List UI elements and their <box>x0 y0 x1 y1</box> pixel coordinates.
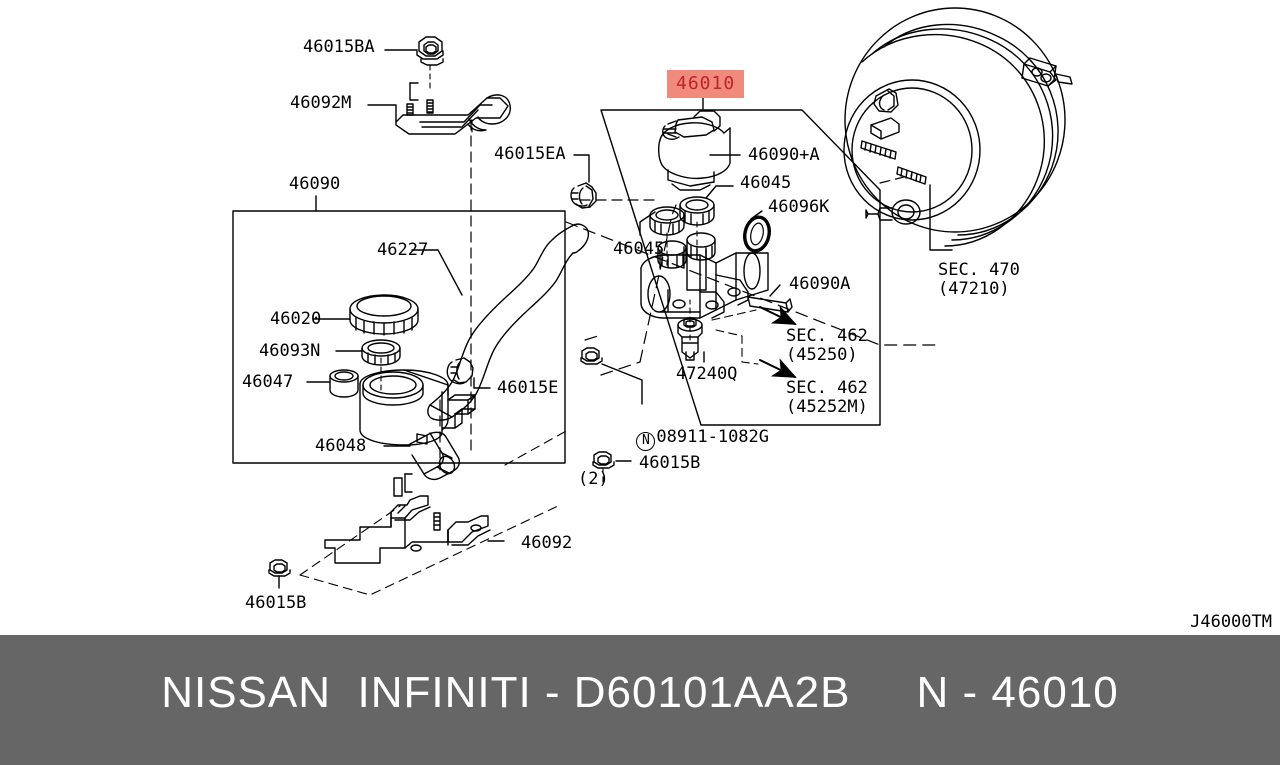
highlight-label-46010[interactable]: 46010 <box>667 70 745 98</box>
part-46045-seal-upper <box>679 196 715 226</box>
sec-462m-line1: SEC. 462 <box>786 378 868 398</box>
callout-46047: 46047 <box>242 372 294 392</box>
callout-46090A: 46090A <box>789 274 851 294</box>
callout-46045-upper: 46045 <box>740 173 792 193</box>
part-46096K-oring <box>743 215 771 253</box>
part-46048-hose <box>409 431 461 481</box>
leader-46092M <box>367 104 397 123</box>
callout-47240Q: 47240Q <box>676 364 738 384</box>
part-46020-cap <box>349 294 419 336</box>
sec-462-line1: SEC. 462 <box>786 326 868 346</box>
sec-470-line2: (47210) <box>938 279 1010 299</box>
callout-46227: 46227 <box>377 240 429 260</box>
part-46090A-rod <box>747 296 793 313</box>
fastener-part-number: 08911-1082G <box>656 427 770 447</box>
callout-46015E: 46015E <box>497 378 559 398</box>
leader-46045-upper <box>705 185 734 199</box>
assembly-axis-lines <box>439 119 661 471</box>
part-46047-grommet <box>329 369 359 398</box>
part-46015BA-nut <box>416 36 444 66</box>
part-46010-master-cylinder-body <box>640 232 769 319</box>
callout-46092: 46092 <box>521 533 573 553</box>
group-box-46090 <box>232 195 566 464</box>
callout-sec-462-45252M: SEC. 462 (45252M) <box>786 379 868 417</box>
callout-46015B-left: 46015B <box>245 593 307 613</box>
sec-462m-line2: (45252M) <box>786 397 868 417</box>
part-46015B-nut-left <box>268 559 291 577</box>
part-08911-nut <box>580 347 603 365</box>
callout-46090-plus-A: 46090+A <box>748 145 820 165</box>
leader-08911 <box>601 363 643 405</box>
part-46092M-bracket <box>395 82 511 135</box>
group-box-46010 <box>600 96 881 426</box>
callout-46093N: 46093N <box>259 341 321 361</box>
sec-462-line2: (45250) <box>786 345 858 365</box>
sec-arrows <box>759 305 797 378</box>
callout-46092M: 46092M <box>290 93 352 113</box>
leader-46090A <box>769 284 781 297</box>
sec-470-line1: SEC. 470 <box>938 260 1020 280</box>
leader-46227 <box>411 249 463 296</box>
fastener-quantity: (2) <box>578 469 609 489</box>
callout-46015BA: 46015BA <box>303 37 375 57</box>
part-booster-sec470 <box>843 7 1073 247</box>
callout-sec-470-47210: SEC. 470 (47210) <box>938 261 1020 299</box>
part-46015EA-clamp <box>570 182 597 209</box>
leader-sec470 <box>929 184 953 251</box>
part-46092-bracket <box>324 473 491 564</box>
part-46015E-clamp <box>446 357 474 385</box>
booster-studs <box>860 140 927 185</box>
part-47240Q-switch <box>677 317 703 361</box>
callout-46015B-center: 46015B <box>639 453 701 473</box>
callout-46045-lower: 46045 <box>613 239 665 259</box>
leader-46015E <box>473 377 491 389</box>
leader-46045-lower <box>639 211 656 236</box>
leader-46096K <box>750 210 763 220</box>
part-46045-seal-lower <box>649 206 685 236</box>
callout-46048: 46048 <box>315 436 367 456</box>
callout-46015EA: 46015EA <box>494 144 566 164</box>
part-46090A-reservoir-small <box>657 110 731 191</box>
leader-46015EA <box>573 154 590 183</box>
drawing-code: J46000TM <box>1190 612 1272 632</box>
callout-46096K: 46096K <box>768 197 830 217</box>
callout-46020: 46020 <box>270 309 322 329</box>
callout-sec-462-45250: SEC. 462 (45250) <box>786 327 868 365</box>
circled-n-icon: N <box>636 432 656 451</box>
part-46093N-seal <box>361 339 401 366</box>
explode-path-long <box>565 204 941 376</box>
footer-title: NISSAN INFINITI - D60101AA2B N - 46010 <box>161 668 1119 717</box>
part-46090-reservoir-tank <box>359 369 476 446</box>
footer-banner <box>0 635 1280 765</box>
callout-46090: 46090 <box>289 174 341 194</box>
